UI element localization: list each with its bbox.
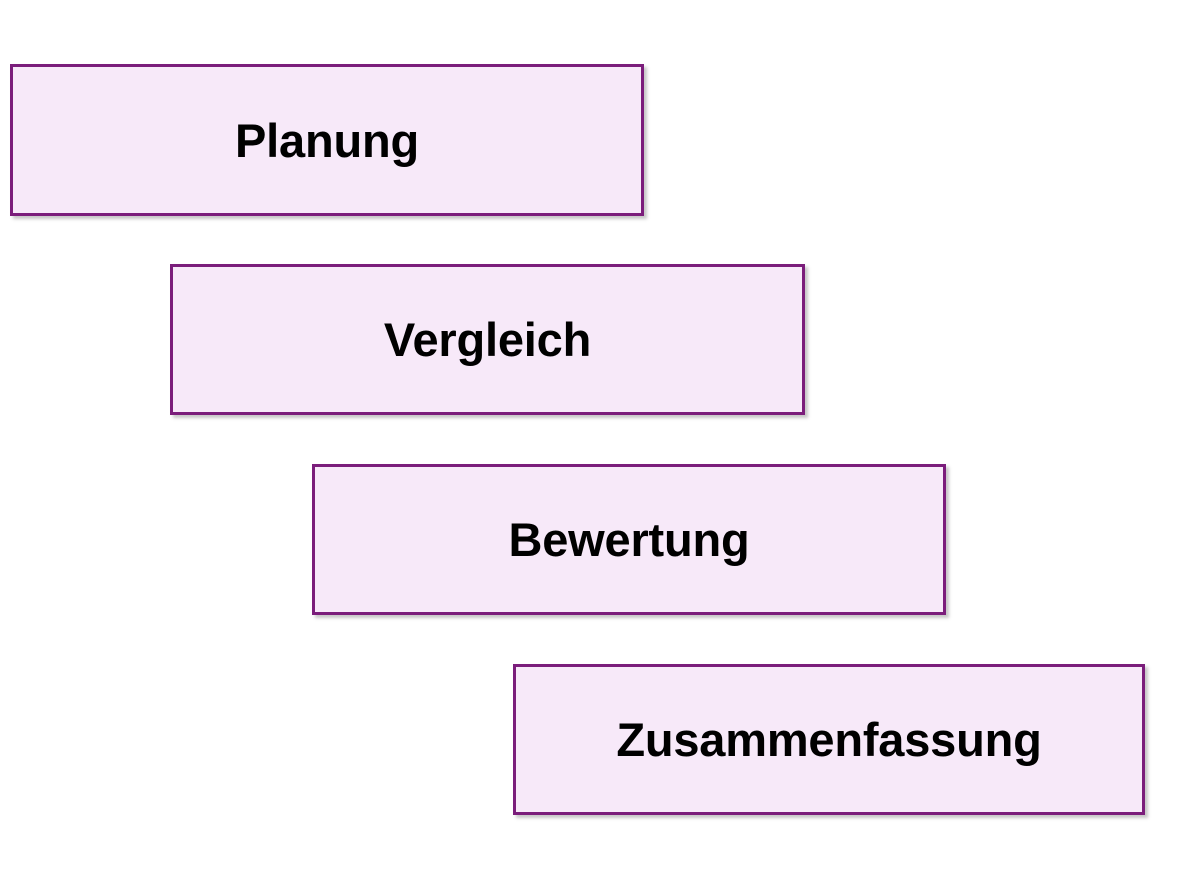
process-step-box-3[interactable]: Bewertung <box>312 464 946 615</box>
process-step-label-1: Planung <box>235 113 419 167</box>
process-step-box-1[interactable]: Planung <box>10 64 644 216</box>
process-step-label-4: Zusammenfassung <box>616 713 1042 766</box>
process-step-label-3: Bewertung <box>508 513 750 566</box>
process-step-box-2[interactable]: Vergleich <box>170 264 805 415</box>
process-step-label-2: Vergleich <box>383 313 592 366</box>
process-step-box-4[interactable]: Zusammenfassung <box>513 664 1145 815</box>
